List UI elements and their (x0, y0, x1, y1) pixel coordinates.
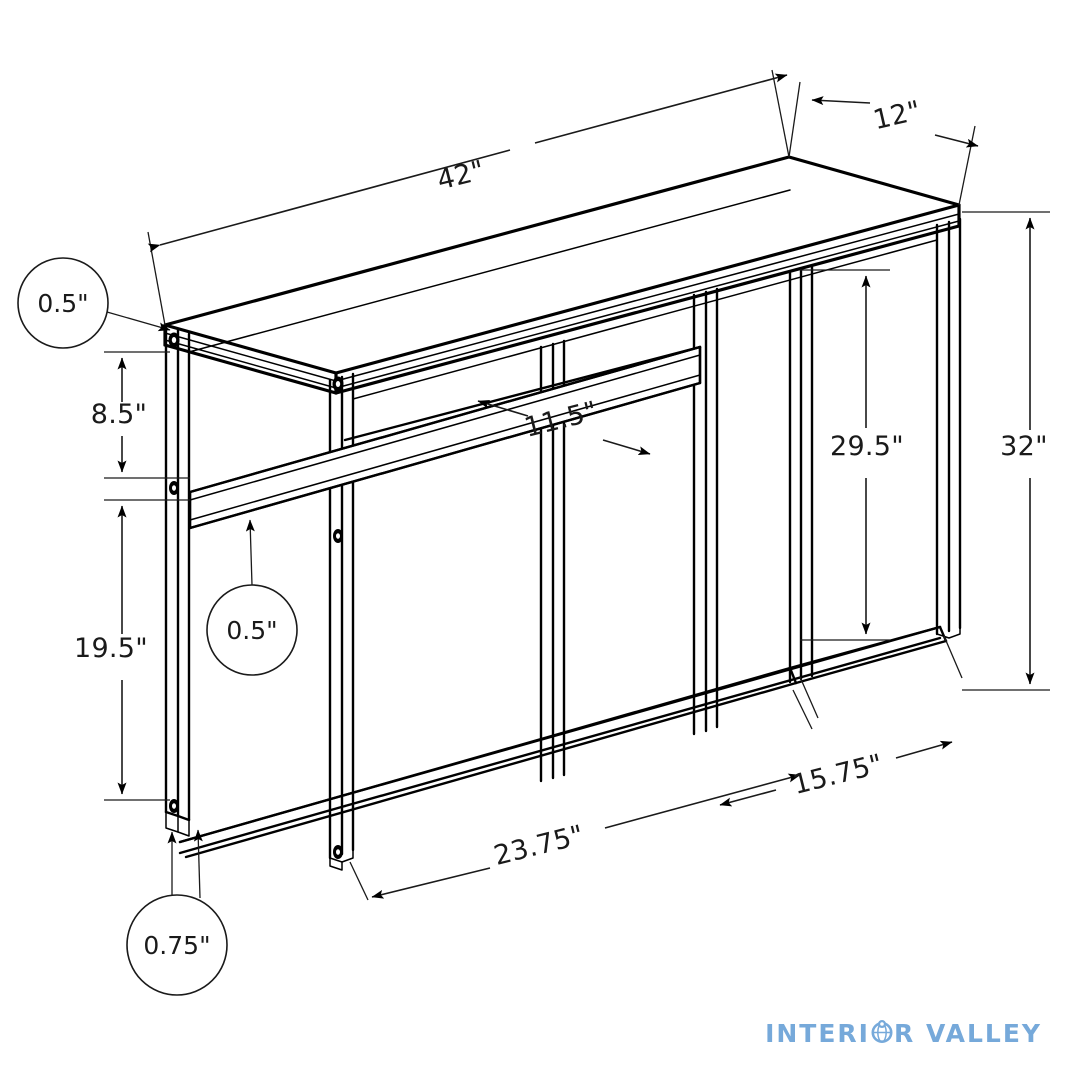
leg-left-front (164, 325, 191, 837)
callout-tube-size: 0.75" (126, 829, 228, 996)
callout-value-tube-size: 0.75" (143, 931, 210, 960)
bottom-shelf-frame (178, 625, 948, 859)
globe-icon (871, 1019, 893, 1048)
dimension-depth-12 (788, 81, 979, 206)
table-body (163, 155, 962, 871)
under-top-rails (188, 189, 938, 400)
callout-bubble-shelf-thickness (206, 584, 298, 676)
callout-bubble-tube-size (126, 894, 228, 996)
table-top (163, 155, 961, 395)
callout-shelf-thickness: 0.5" (206, 519, 298, 676)
label-depth-12: 12" (870, 95, 923, 136)
dimension-bottom-15-75 (719, 635, 963, 807)
joint-markers (168, 332, 344, 859)
label-height-29-5: 29.5" (830, 431, 904, 462)
brand-logo: INTERI R VALLEY (765, 1019, 1042, 1048)
callout-top-thickness: 0.5" (17, 257, 171, 349)
callout-bubble-top-thickness (17, 257, 109, 349)
label-gap-19-5: 19.5" (74, 633, 148, 664)
callout-value-shelf-thickness: 0.5" (226, 616, 277, 645)
label-bottom-23-75: 23.75" (491, 820, 587, 872)
label-width-42: 42" (434, 155, 488, 197)
label-bottom-15-75: 15.75" (790, 749, 886, 801)
label-gap-8-5: 8.5" (91, 399, 148, 430)
dimension-gap-19-5 (104, 499, 190, 801)
leg-right-back (935, 217, 962, 639)
logo-text-before: INTERI (765, 1019, 870, 1048)
middle-shelf (188, 345, 702, 530)
dimension-gap-8-5 (104, 351, 190, 479)
dimension-bottom-23-75 (349, 689, 813, 901)
dimension-height-32 (962, 211, 1050, 691)
label-height-32: 32" (1000, 431, 1048, 462)
leg-right-front (788, 265, 814, 684)
logo-text-after: R VALLEY (894, 1019, 1042, 1048)
dimension-shelf-depth-11-5 (477, 399, 651, 456)
dimension-width-42 (147, 69, 790, 326)
callout-value-top-thickness: 0.5" (37, 289, 88, 318)
dimension-height-29-5 (800, 269, 890, 641)
